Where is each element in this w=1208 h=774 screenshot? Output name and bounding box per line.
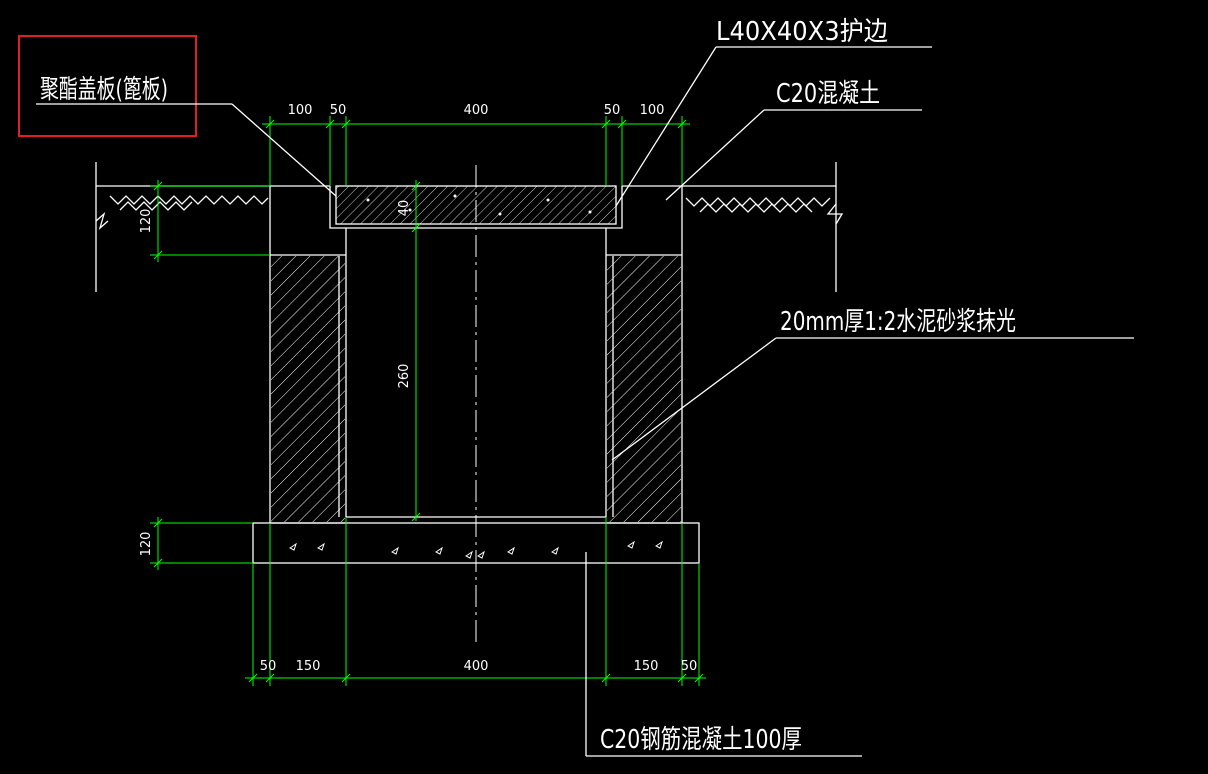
dimension-lines bbox=[150, 116, 706, 686]
label-concrete: C20混凝土 bbox=[776, 79, 880, 109]
dim-bottom-3: 400 bbox=[464, 659, 489, 674]
label-cover-plate: 聚酯盖板(篦板) bbox=[40, 75, 168, 105]
dim-top-3: 400 bbox=[464, 103, 489, 118]
dim-left-top: 120 bbox=[139, 209, 154, 234]
leader-lines bbox=[36, 46, 1134, 757]
dim-bottom-5: 50 bbox=[681, 659, 698, 674]
left-wall-hatch bbox=[271, 256, 345, 522]
dim-bottom-2: 150 bbox=[296, 659, 321, 674]
label-base: C20钢筋混凝土100厚 bbox=[600, 725, 802, 755]
dim-bottom-4: 150 bbox=[634, 659, 659, 674]
dim-top-2: 50 bbox=[330, 103, 347, 118]
label-angle-edge: L40X40X3护边 bbox=[716, 17, 888, 47]
dim-inner-depth: 260 bbox=[397, 364, 412, 389]
right-wall-hatch bbox=[607, 256, 681, 522]
ground-surface bbox=[95, 162, 844, 292]
dim-top-1: 100 bbox=[288, 103, 313, 118]
highlight-box bbox=[18, 35, 197, 137]
dim-top-5: 100 bbox=[640, 103, 665, 118]
dim-bottom-1: 50 bbox=[260, 659, 277, 674]
dim-top-4: 50 bbox=[604, 103, 621, 118]
dim-cover-thickness: 40 bbox=[397, 200, 412, 217]
dim-left-bottom: 120 bbox=[139, 532, 154, 557]
label-mortar: 20mm厚1:2水泥砂浆抹光 bbox=[780, 307, 1016, 337]
